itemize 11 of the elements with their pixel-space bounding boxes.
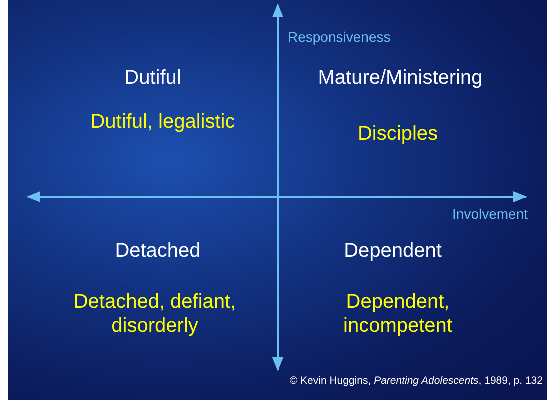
quadrant-title: Detached [114, 239, 202, 263]
quadrant-description: Disciples [356, 122, 440, 146]
citation-text: © Kevin Huggins, Parenting Adolescents, 1989, p. 132 [288, 375, 543, 388]
axis-label: Involvement [452, 206, 528, 223]
quadrant-description: Dependent, incompetent [342, 290, 454, 338]
quadrant-title: Dutiful [124, 66, 182, 90]
quadrant-description: Detached, defiant, disorderly [72, 290, 238, 338]
quadrant-title: Dependent [343, 239, 443, 263]
quadrant-title: Mature/Ministering [317, 66, 484, 90]
quadrant-description: Dutiful, legalistic [90, 110, 236, 134]
axis-label: Responsiveness [288, 29, 392, 46]
